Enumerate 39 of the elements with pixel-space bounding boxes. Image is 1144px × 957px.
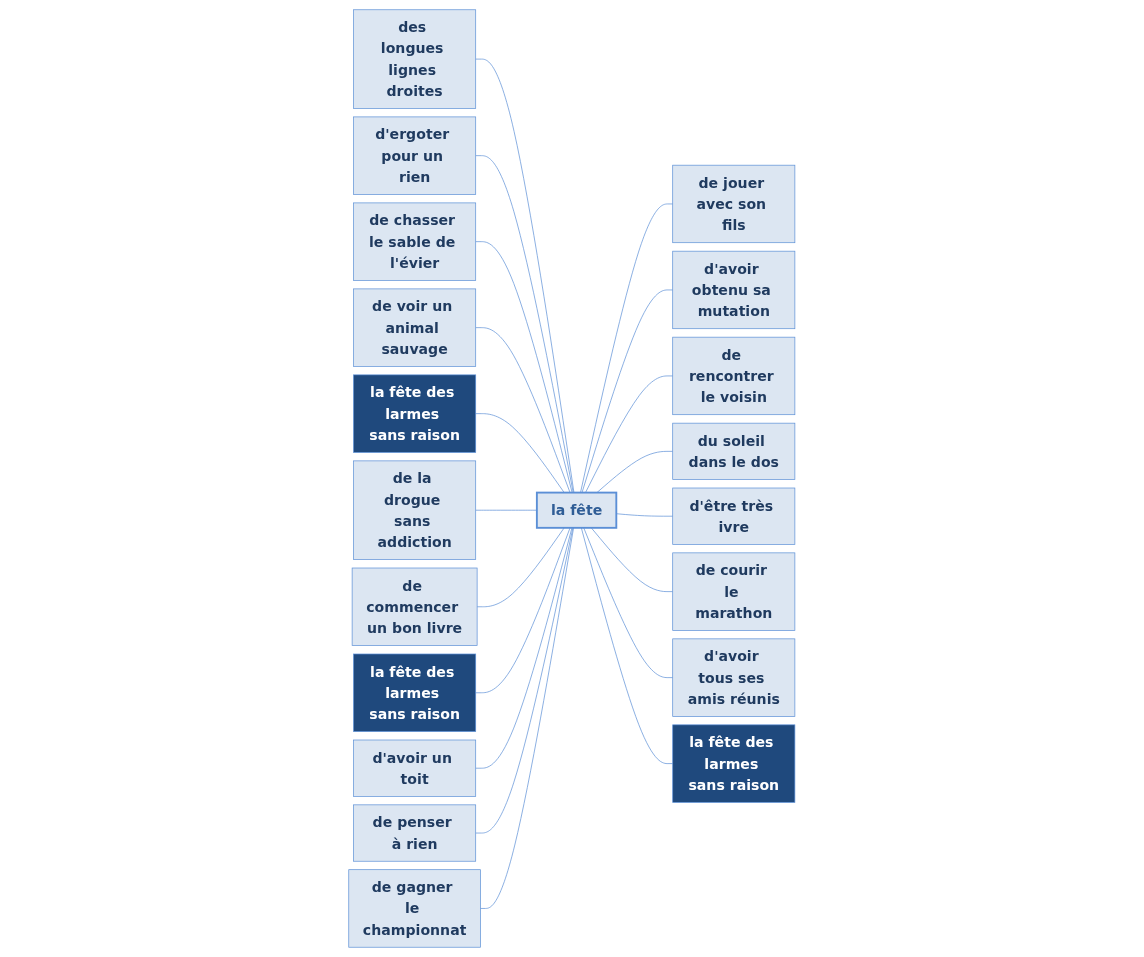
connector — [585, 375, 674, 493]
connector — [616, 513, 674, 517]
connector — [480, 527, 575, 909]
connector — [591, 527, 674, 592]
connector — [583, 527, 674, 678]
node-box: des longues lignes droites — [353, 9, 477, 109]
node-box: de commencer un bon livre — [351, 567, 478, 646]
node-box: la fête des larmes sans raison — [353, 374, 477, 453]
node-box: de voir un animal sauvage — [353, 288, 477, 367]
node-box: de courir le marathon — [672, 552, 796, 631]
node-box: d'avoir tous ses amis réunis — [672, 638, 796, 717]
connector — [581, 527, 674, 764]
connector — [475, 241, 573, 493]
node-box: de chasser le sable de l'évier — [353, 202, 477, 281]
node-box: de gagner le championnat — [348, 869, 481, 948]
node-box: d'avoir un toit — [353, 739, 477, 797]
connector — [475, 58, 575, 493]
node-box: la fête des larmes sans raison — [672, 724, 796, 803]
connector — [475, 527, 574, 834]
node-box: d'être très ivre — [672, 487, 796, 545]
node-box: la fête — [536, 491, 618, 529]
node-box: la fête des larmes sans raison — [353, 653, 477, 732]
connector — [475, 527, 573, 769]
node-box: d'ergoter pour un rien — [353, 116, 477, 195]
node-box: de la drogue sans addiction — [353, 460, 477, 560]
node-box: d'avoir obtenu sa mutation — [672, 250, 796, 330]
connector — [475, 327, 571, 493]
connector — [475, 413, 565, 493]
node-box: de jouer avec son fils — [672, 164, 796, 244]
connector — [476, 527, 565, 608]
connector — [596, 451, 674, 493]
node-box: de rencontrer le voisin — [672, 336, 796, 416]
connector — [580, 203, 674, 493]
connector — [581, 289, 674, 493]
node-box: de penser à rien — [353, 804, 477, 862]
connector — [475, 527, 571, 694]
node-box: du soleil dans le dos — [672, 422, 796, 480]
connector — [475, 155, 574, 493]
connector — [475, 509, 538, 511]
